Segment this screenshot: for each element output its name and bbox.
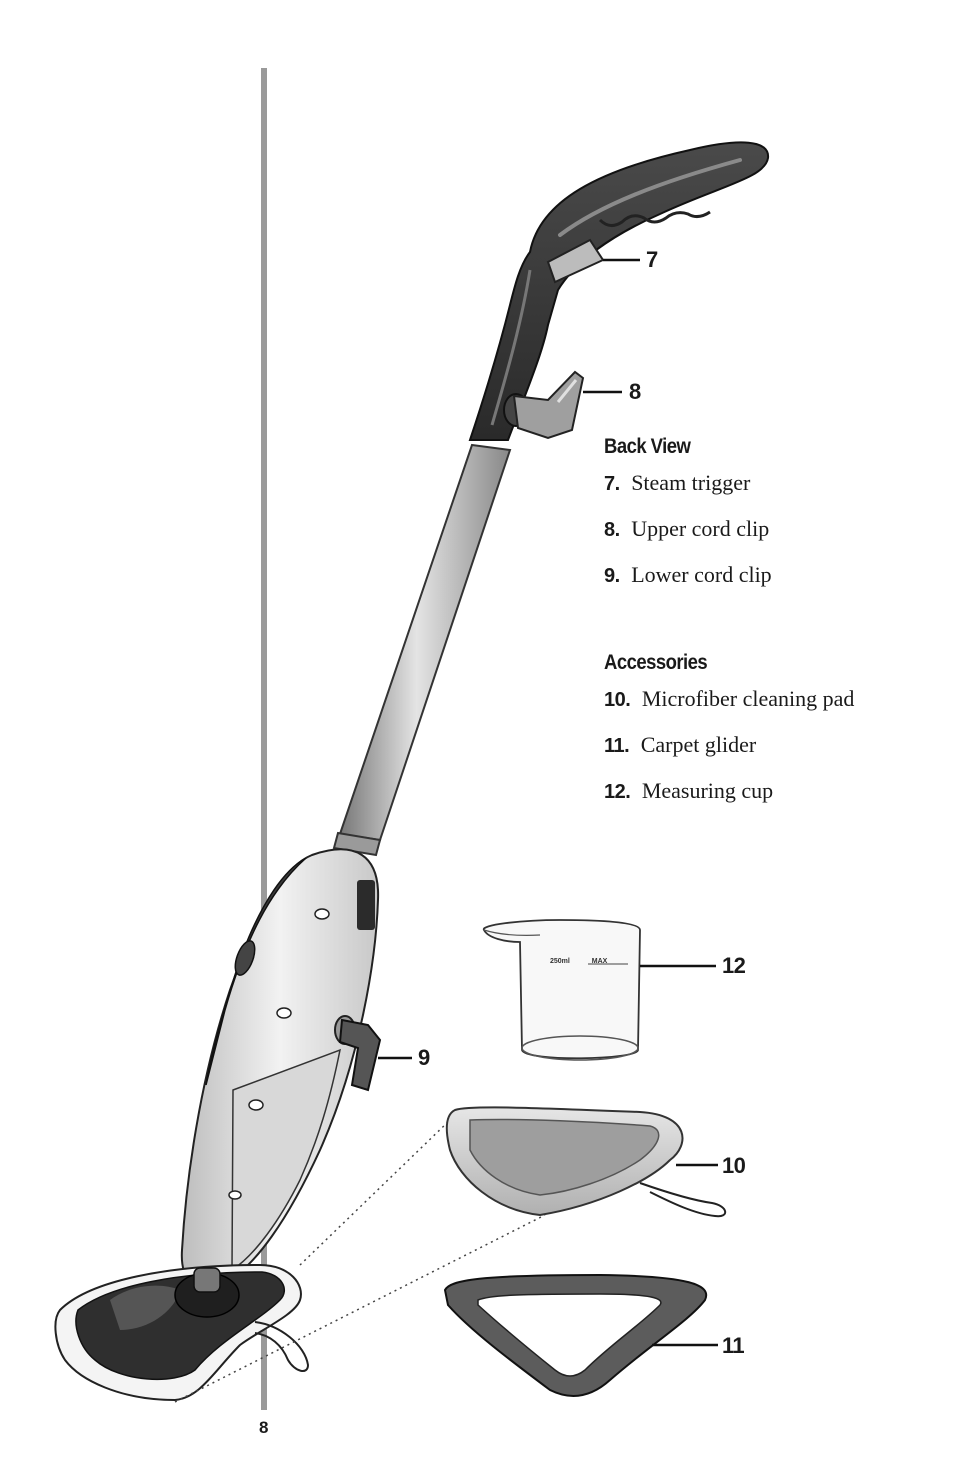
callout-12: 12 bbox=[722, 953, 746, 978]
cup-volume-label: 250ml bbox=[550, 958, 570, 965]
cup-max-label: MAX bbox=[591, 958, 608, 965]
callout-8: 8 bbox=[629, 379, 641, 404]
back-view-legend: Back View 7. Steam trigger 8. Upper cord… bbox=[604, 435, 772, 609]
item-label: Measuring cup bbox=[641, 778, 774, 803]
legend-item: 9. Lower cord clip bbox=[604, 563, 772, 588]
item-number: 11. bbox=[604, 735, 630, 757]
mop-head bbox=[54, 1263, 310, 1402]
mop-body bbox=[180, 848, 380, 1290]
accessories-legend: Accessories 10. Microfiber cleaning pad … bbox=[604, 651, 854, 825]
callout-leader-lines bbox=[378, 258, 718, 1347]
margin-rule bbox=[261, 68, 267, 1410]
pole bbox=[338, 443, 512, 842]
item-label: Microfiber cleaning pad bbox=[641, 686, 855, 711]
upper-cord-clip bbox=[503, 370, 585, 440]
lower-cord-clip bbox=[334, 1015, 382, 1092]
callout-11: 11 bbox=[722, 1333, 745, 1358]
callout-9: 9 bbox=[418, 1045, 430, 1070]
callout-10: 10 bbox=[722, 1153, 746, 1178]
item-number: 9. bbox=[604, 565, 620, 587]
measuring-cup bbox=[483, 919, 641, 1061]
item-number: 12. bbox=[604, 781, 631, 803]
item-number: 8. bbox=[604, 519, 620, 541]
legend-item: 7. Steam trigger bbox=[604, 471, 772, 496]
legend-item: 11. Carpet glider bbox=[604, 733, 854, 758]
item-label: Carpet glider bbox=[640, 732, 757, 757]
item-label: Lower cord clip bbox=[631, 562, 772, 587]
handle-grip bbox=[468, 141, 770, 441]
item-number: 7. bbox=[604, 473, 620, 495]
microfiber-pad bbox=[445, 1106, 727, 1218]
item-label: Steam trigger bbox=[631, 470, 751, 495]
legend-item: 12. Measuring cup bbox=[604, 779, 854, 804]
legend-item: 8. Upper cord clip bbox=[604, 517, 772, 542]
callout-7: 7 bbox=[646, 247, 658, 272]
item-number: 10. bbox=[604, 689, 631, 711]
back-view-heading: Back View bbox=[604, 435, 691, 458]
legend-item: 10. Microfiber cleaning pad bbox=[604, 687, 854, 712]
accessories-heading: Accessories bbox=[604, 651, 708, 674]
item-label: Upper cord clip bbox=[631, 516, 770, 541]
cup-marking: 250ml MAX bbox=[550, 958, 607, 965]
carpet-glider bbox=[443, 1273, 708, 1397]
page-number: 8 bbox=[259, 1418, 268, 1437]
